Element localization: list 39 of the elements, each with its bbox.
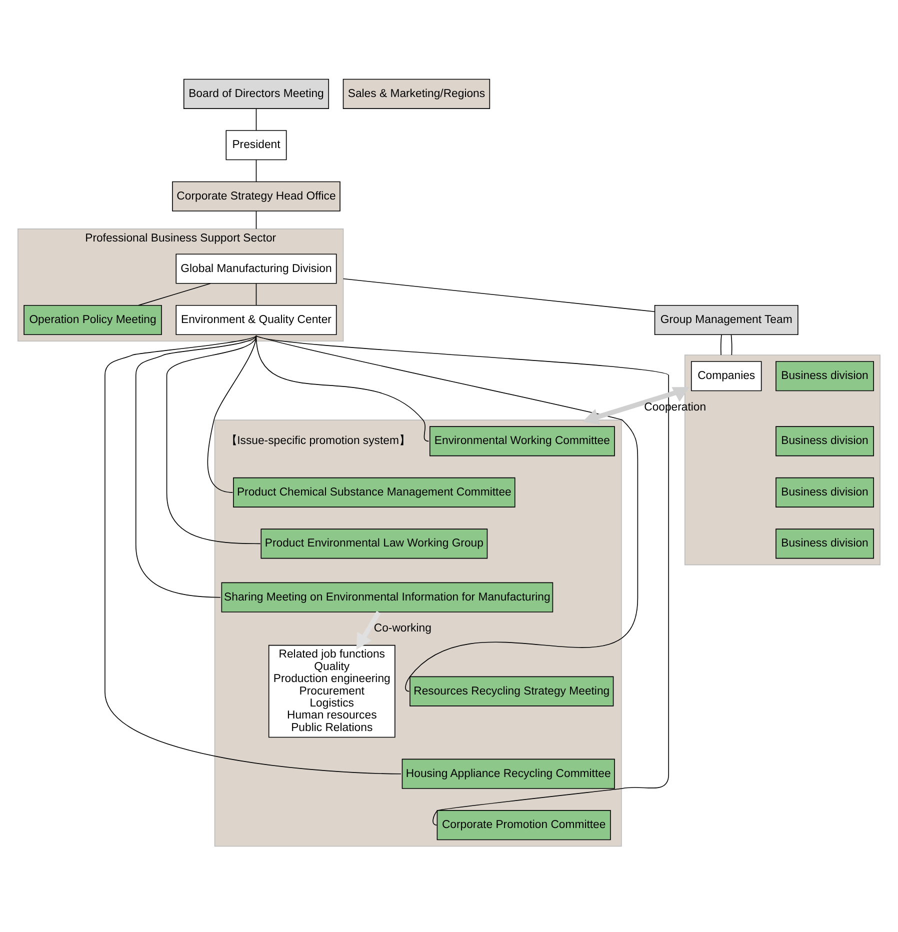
connector [166, 335, 261, 544]
node-box: Business division [776, 426, 874, 456]
node-box: Companies [690, 361, 762, 392]
node-box: Sales & Marketing/Regions [342, 78, 490, 109]
connector [256, 210, 257, 230]
arrow [356, 610, 381, 650]
edge-label: Co-working [374, 622, 432, 635]
connector [342, 278, 655, 312]
cluster [214, 420, 622, 847]
node-box: Environment & Quality Center [176, 304, 337, 336]
node-box: Related job functions Quality Production engineering Procurement Logistics Human resources Public Relations [268, 644, 396, 738]
node-box: Business division [776, 528, 874, 559]
node-box: Business division [776, 477, 874, 508]
connector [256, 283, 257, 306]
connector [104, 335, 402, 774]
connector [207, 335, 257, 493]
node-box: Board of Directors Meeting [183, 78, 330, 109]
connector [138, 283, 211, 306]
connector [730, 334, 732, 356]
node-box: Corporate Promotion Committee [436, 810, 611, 840]
node-box: President [226, 130, 287, 160]
node-box: Operation Policy Meeting [24, 304, 162, 336]
connector [720, 334, 722, 356]
node-box: Environmental Working Committee [429, 426, 615, 456]
node-box: Group Management Team [654, 304, 798, 336]
connector [256, 160, 257, 182]
connector [135, 335, 257, 598]
node-box: Sharing Meeting on Environmental Information for Manufacturing [221, 582, 554, 612]
node-box: Resources Recycling Strategy Meeting [410, 676, 614, 706]
connector [256, 335, 638, 692]
connector [256, 108, 257, 131]
label: 【Issue-specific promotion system】 [226, 435, 410, 448]
node-box: Business division [776, 361, 874, 392]
connector [256, 335, 670, 826]
node-box: Corporate Strategy Head Office [172, 181, 340, 212]
node-box: Product Environmental Law Working Group [260, 528, 488, 559]
node-box: Global Manufacturing Division [176, 254, 337, 284]
node-box: Housing Appliance Recycling Committee [402, 758, 615, 789]
node-box: Product Chemical Substance Management Committee [233, 477, 516, 508]
